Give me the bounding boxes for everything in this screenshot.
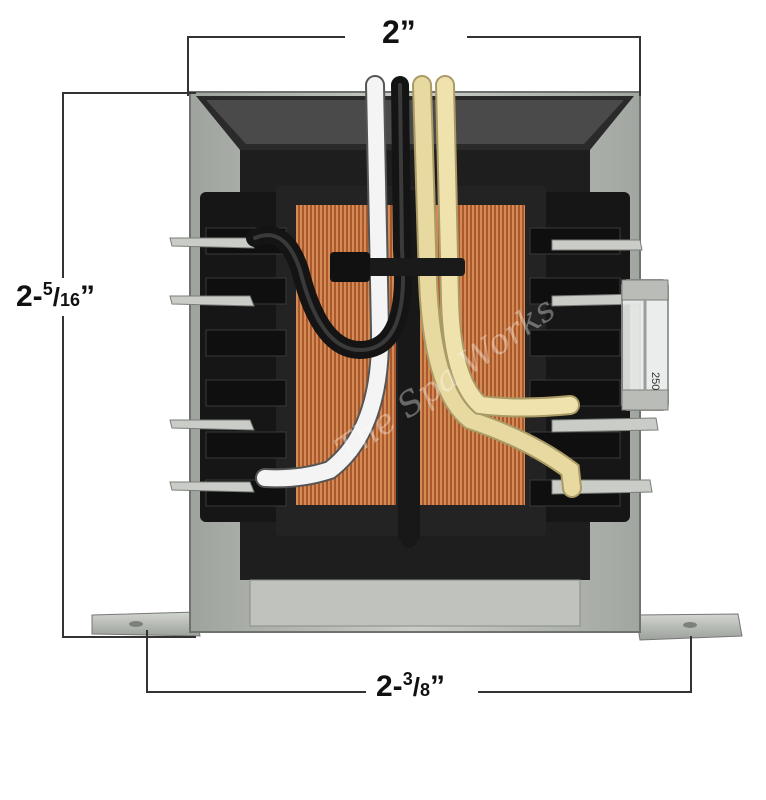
width-value: 2” <box>382 14 416 50</box>
dim-height-label: 2-5/16” <box>16 278 95 316</box>
mounting-foot-right <box>635 613 743 641</box>
dim-base-label: 2-3/8” <box>376 669 445 704</box>
dim-width-label: 2” <box>382 14 416 51</box>
height-numerator: 5 <box>42 279 53 299</box>
wire-white <box>255 75 391 489</box>
base-denominator: 8 <box>419 680 430 700</box>
wire-black <box>246 76 413 360</box>
base-unit: ” <box>429 670 445 703</box>
height-whole: 2- <box>16 280 43 313</box>
height-unit: ” <box>79 280 95 313</box>
height-denominator: 16 <box>59 290 80 310</box>
cable-tie <box>330 252 465 282</box>
wire-yellow <box>412 75 582 498</box>
base-numerator: 3 <box>402 669 413 689</box>
fuse: 250 <box>621 279 669 411</box>
base-whole: 2- <box>376 670 403 703</box>
fuse-marking: 250 <box>649 372 661 390</box>
mounting-foot-left <box>91 611 201 637</box>
